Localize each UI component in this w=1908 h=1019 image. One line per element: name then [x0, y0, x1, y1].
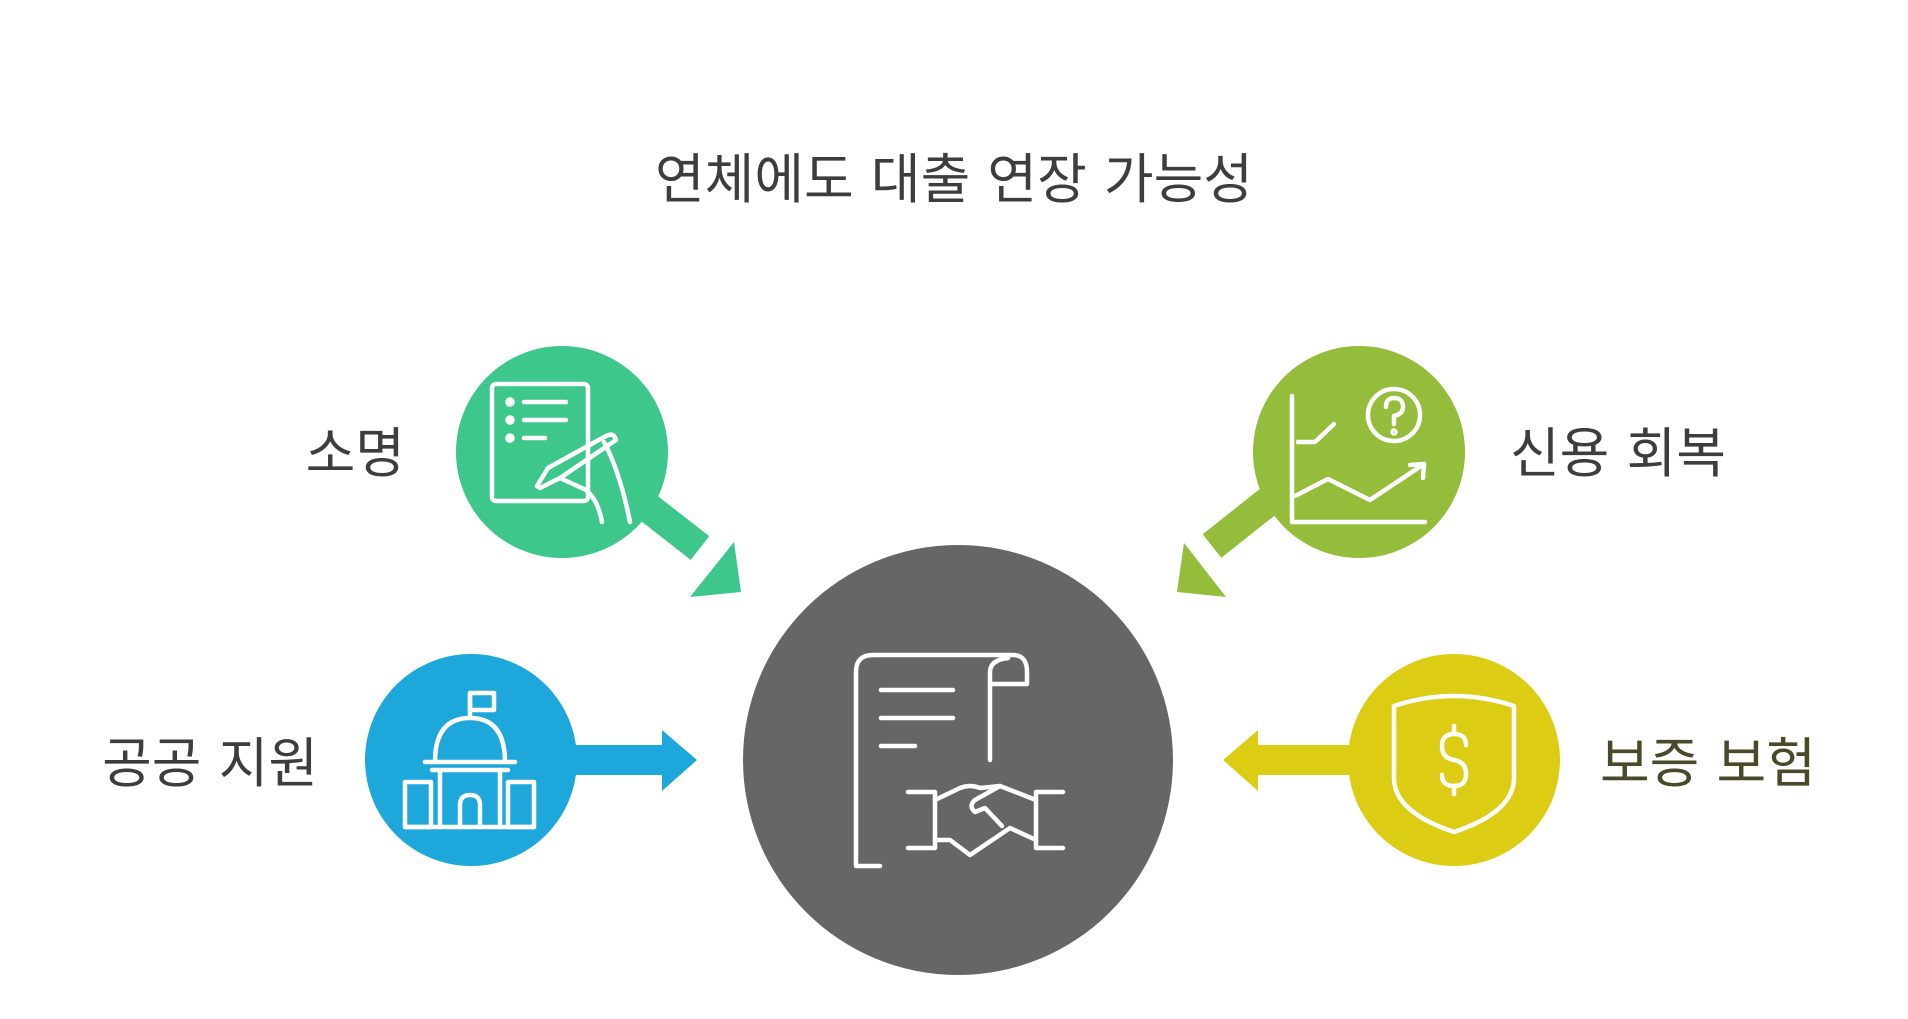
document-signing-icon [489, 381, 633, 525]
credit-label: 신용 회복 [1510, 422, 1726, 485]
explanation-label: 소명 [306, 422, 405, 485]
public-label: 공공 지원 [102, 732, 318, 795]
explanation-circle [456, 346, 668, 558]
arrow-public [560, 730, 697, 791]
dollar-shield-icon [1391, 693, 1517, 835]
government-building-icon [402, 690, 537, 830]
credit-circle [1253, 346, 1465, 558]
center-circle [743, 545, 1173, 975]
chart-question-icon [1289, 386, 1428, 525]
guarantee-label: 보증 보험 [1600, 732, 1816, 795]
diagram-title: 연체에도 대출 연장 가능성 [655, 148, 1253, 211]
document-handshake-icon [853, 652, 1066, 869]
arrow-guarantee [1223, 730, 1360, 791]
